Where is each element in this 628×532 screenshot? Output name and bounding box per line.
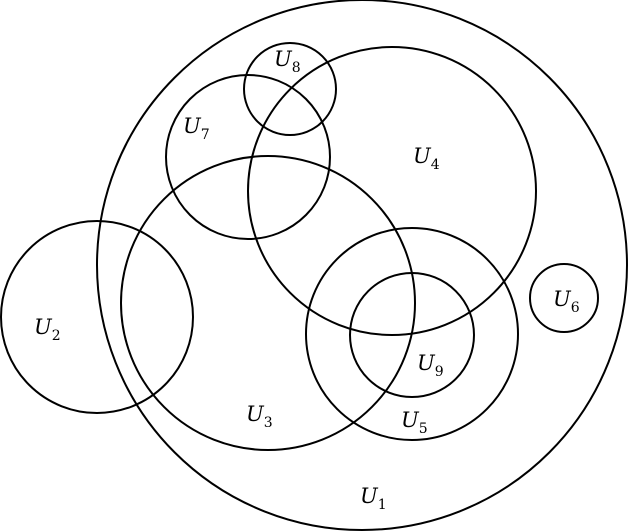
circle-u9 — [349, 272, 475, 398]
circle-u7 — [165, 74, 331, 240]
label-u8: U8 — [274, 47, 301, 76]
circle-u5 — [305, 227, 519, 441]
label-u6: U6 — [553, 287, 580, 316]
label-u7: U7 — [183, 114, 210, 143]
label-u5: U5 — [401, 408, 428, 437]
label-u3: U3 — [246, 402, 273, 431]
circle-u1 — [96, 0, 628, 531]
label-u1: U1 — [360, 484, 387, 513]
label-u2: U2 — [34, 315, 61, 344]
circle-u3 — [120, 155, 416, 451]
circle-u8 — [243, 42, 337, 136]
circle-u4 — [247, 46, 537, 336]
circle-u2 — [0, 220, 194, 414]
label-u4: U4 — [413, 144, 440, 173]
circle-u6 — [529, 263, 599, 333]
label-u9: U9 — [417, 351, 444, 380]
